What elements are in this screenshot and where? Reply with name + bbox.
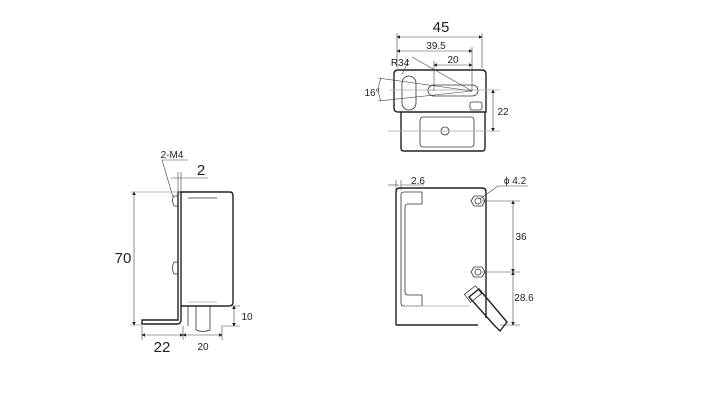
dim-angle: 16° xyxy=(364,88,379,99)
side-view: 70 22 20 10 2 2-M4 xyxy=(115,150,253,356)
dim-slot-length: 20 xyxy=(447,55,459,66)
dim-hole-diameter: ϕ 4.2 xyxy=(504,176,527,187)
label-thread: 2-M4 xyxy=(161,150,184,161)
dim-hole-to-bottom: 28.6 xyxy=(514,293,534,304)
dim-radius: R34 xyxy=(391,58,410,69)
dim-cable-offset: 10 xyxy=(241,312,253,323)
dim-hole-pitch: 36 xyxy=(515,232,527,243)
dim-bracket-depth: 22 xyxy=(154,339,171,356)
dim-height: 70 xyxy=(115,250,132,267)
top-view: 45 39.5 20 R34 16° 22 xyxy=(364,19,509,152)
dim-width: 45 xyxy=(433,19,450,36)
dim-height: 22 xyxy=(497,107,509,118)
dim-bracket-thickness: 2 xyxy=(197,162,205,179)
dim-edge-offset: 2.6 xyxy=(411,176,425,187)
dim-slot-span: 39.5 xyxy=(426,41,446,52)
dim-body-depth: 20 xyxy=(197,342,209,353)
front-view: 2.6 ϕ 4.2 36 28.6 xyxy=(388,176,534,333)
